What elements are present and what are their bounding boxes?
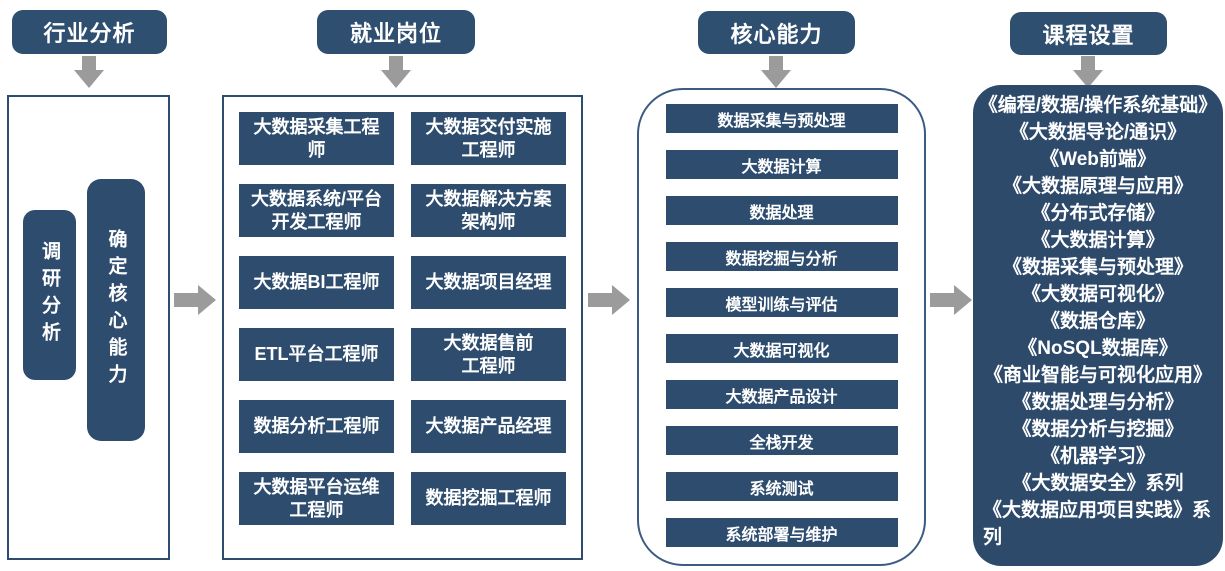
course-item: 《大数据应用项目实践》系列 <box>983 500 1212 548</box>
job-box: 大数据项目经理 <box>411 256 566 309</box>
right-arrow-icon <box>174 285 216 315</box>
course-item: 《大数据原理与应用》 <box>1002 176 1193 197</box>
course-item: 《大数据导论/通识》 <box>1009 122 1187 143</box>
header-industry-analysis: 行业分析 <box>12 10 167 54</box>
job-box: 大数据BI工程师 <box>239 256 394 309</box>
job-box: 大数据系统/平台 开发工程师 <box>239 184 394 237</box>
ability-bar: 数据处理 <box>665 196 898 225</box>
right-arrow-icon <box>930 285 972 315</box>
ability-bar: 数据挖掘与分析 <box>665 242 898 271</box>
right-arrow-icon <box>588 285 630 315</box>
research-analysis-step: 调研分析 <box>23 210 76 380</box>
ability-bar: 大数据产品设计 <box>665 380 898 409</box>
course-item: 《数据采集与预处理》 <box>1002 257 1193 278</box>
ability-bar: 数据采集与预处理 <box>665 104 898 133</box>
core-abilities-panel: 数据采集与预处理大数据计算数据处理数据挖掘与分析模型训练与评估大数据可视化大数据… <box>637 88 926 566</box>
job-positions-panel: 大数据采集工程 师大数据交付实施 工程师大数据系统/平台 开发工程师大数据解决方… <box>222 95 583 560</box>
course-item: 《大数据计算》 <box>1031 230 1165 251</box>
course-item: 《数据分析与挖掘》 <box>1012 419 1184 440</box>
job-box: 大数据产品经理 <box>411 400 566 453</box>
job-box: 大数据解决方案 架构师 <box>411 184 566 237</box>
down-arrow-icon <box>74 56 104 88</box>
ability-bar: 大数据计算 <box>665 150 898 179</box>
header-job-positions: 就业岗位 <box>317 10 475 54</box>
header-curriculum: 课程设置 <box>1010 12 1167 55</box>
ability-bar: 系统部署与维护 <box>665 518 898 547</box>
ability-bar: 系统测试 <box>665 472 898 501</box>
course-item: 《编程/数据/操作系统基础》 <box>978 95 1218 116</box>
job-box: 数据分析工程师 <box>239 400 394 453</box>
course-item: 《数据处理与分析》 <box>1012 392 1184 413</box>
job-box: 大数据平台运维 工程师 <box>239 472 394 525</box>
course-item: 《大数据可视化》 <box>1021 284 1174 305</box>
course-item: 《机器学习》 <box>1040 446 1155 467</box>
course-item: 《数据仓库》 <box>1040 311 1155 332</box>
header-core-abilities: 核心能力 <box>698 11 855 54</box>
job-box: 数据挖掘工程师 <box>411 472 566 525</box>
define-core-abilities-step: 确定核心能力 <box>87 179 145 441</box>
down-arrow-icon <box>761 56 791 88</box>
jobs-grid: 大数据采集工程 师大数据交付实施 工程师大数据系统/平台 开发工程师大数据解决方… <box>224 97 581 558</box>
ability-bar: 全栈开发 <box>665 426 898 455</box>
ability-bar: 大数据可视化 <box>665 334 898 363</box>
job-box: 大数据售前 工程师 <box>411 328 566 381</box>
ability-bar: 模型训练与评估 <box>665 288 898 317</box>
course-item: 《商业智能与可视化应用》 <box>983 365 1212 386</box>
job-box: ETL平台工程师 <box>239 328 394 381</box>
abilities-list: 数据采集与预处理大数据计算数据处理数据挖掘与分析模型训练与评估大数据可视化大数据… <box>639 90 924 564</box>
course-item: 《NoSQL数据库》 <box>1018 338 1178 359</box>
down-arrow-icon <box>1073 56 1103 88</box>
course-item: 《分布式存储》 <box>1031 203 1165 224</box>
courses-list: 《编程/数据/操作系统基础》《大数据导论/通识》《Web前端》《大数据原理与应用… <box>975 92 1221 551</box>
industry-analysis-panel: 调研分析 确定核心能力 <box>7 95 170 560</box>
job-box: 大数据交付实施 工程师 <box>411 112 566 165</box>
job-box: 大数据采集工程 师 <box>239 112 394 165</box>
course-item: 《Web前端》 <box>1040 149 1156 170</box>
course-item: 《大数据安全》系列 <box>1012 473 1184 494</box>
down-arrow-icon <box>381 56 411 88</box>
curriculum-panel: 《编程/数据/操作系统基础》《大数据导论/通识》《Web前端》《大数据原理与应用… <box>973 85 1223 566</box>
